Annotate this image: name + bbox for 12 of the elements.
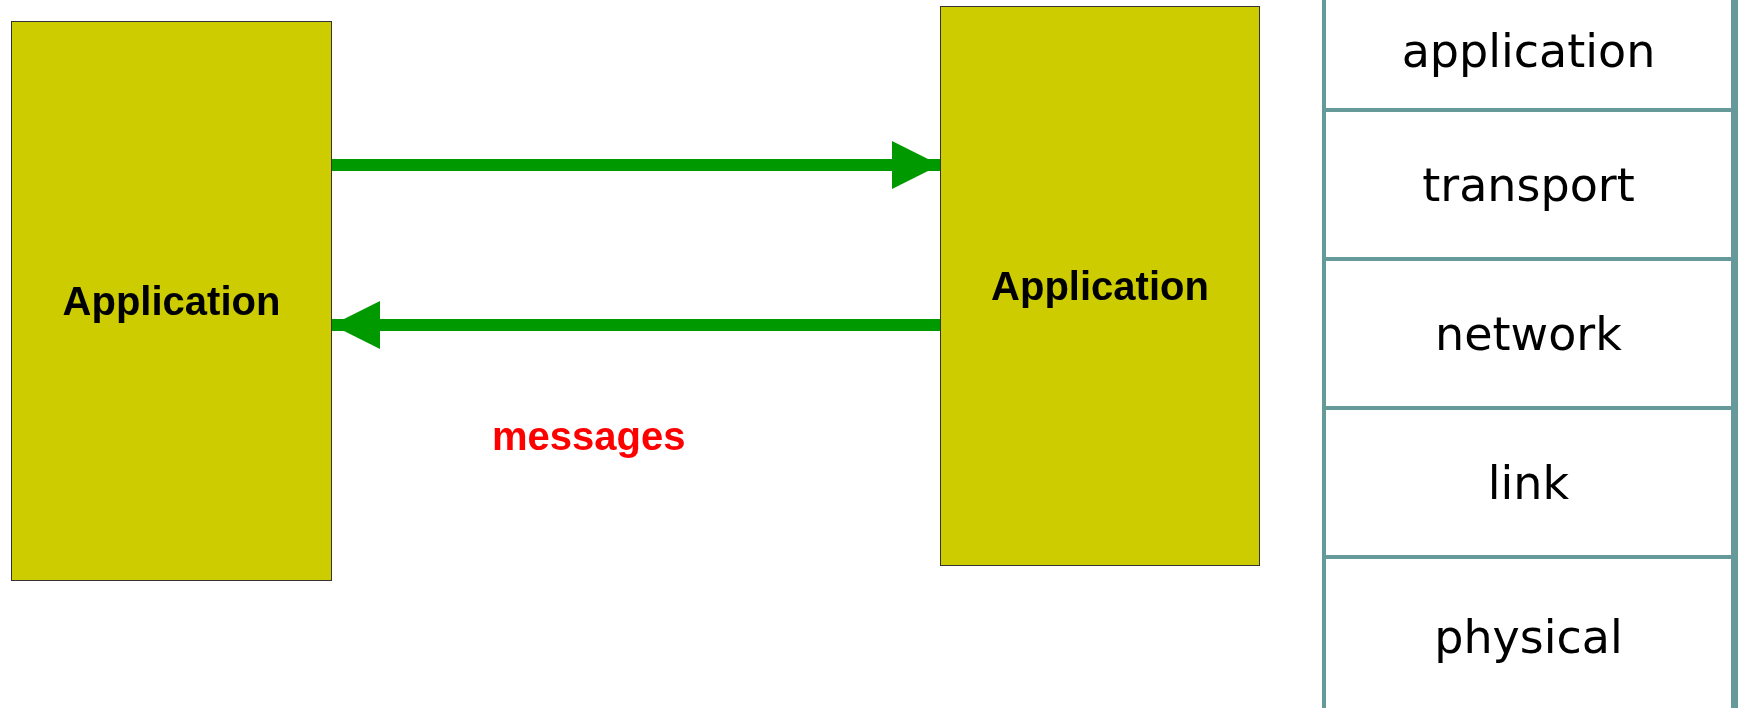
layer-label: link [1487, 455, 1570, 510]
annotation-text: messages [492, 414, 686, 459]
application-box [11, 21, 332, 581]
arrow [332, 301, 940, 349]
arrow [332, 141, 940, 189]
layer-label: physical [1434, 609, 1623, 664]
application-label: Application [991, 263, 1209, 309]
application-label: Application [62, 278, 281, 324]
application-box [940, 6, 1260, 566]
layer-label: transport [1422, 157, 1635, 212]
layer-label: application [1401, 24, 1656, 78]
layer-label: network [1435, 306, 1622, 361]
